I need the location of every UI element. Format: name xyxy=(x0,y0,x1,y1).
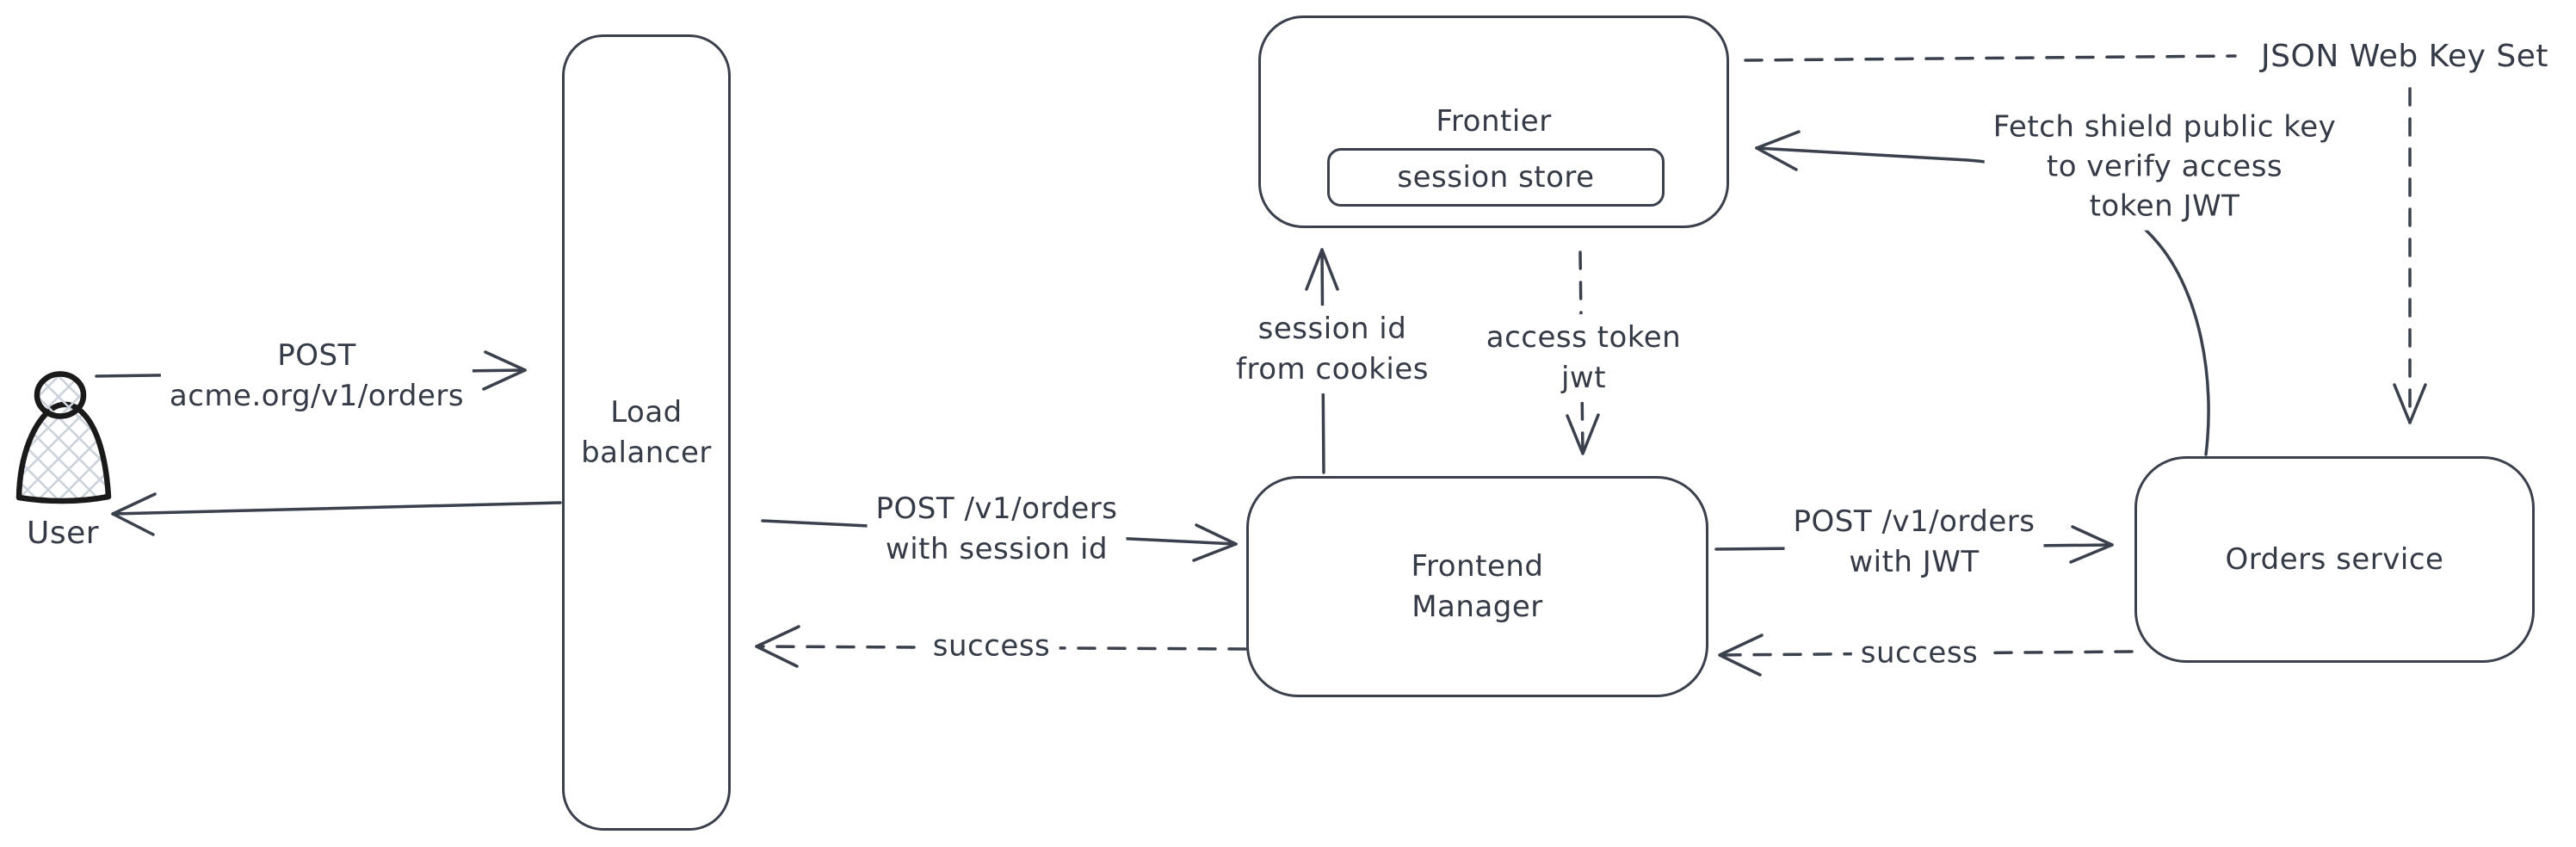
label-json-web-key-set: JSON Web Key Set xyxy=(2252,32,2557,82)
label-post-orders-session-id: POST /v1/orders with session id xyxy=(867,485,1127,573)
frontend-manager-label: Frontend Manager xyxy=(1411,548,1544,624)
session-store-label: session store xyxy=(1397,160,1595,195)
node-orders-service[interactable]: Orders service xyxy=(2134,456,2535,663)
user-label: User xyxy=(26,512,100,555)
node-session-store[interactable]: session store xyxy=(1327,148,1665,207)
label-session-id-from-cookies: session id from cookies xyxy=(1227,306,1437,393)
person-body xyxy=(15,401,112,504)
label-post-orders-jwt: POST /v1/orders with JWT xyxy=(1784,498,2044,586)
orders-service-label: Orders service xyxy=(2225,542,2444,577)
label-access-token-jwt: access token jwt xyxy=(1477,314,1690,402)
arrow-load-balancer-to-user[interactable] xyxy=(111,492,562,536)
arrow-frontier-to-jwks[interactable] xyxy=(1744,54,2237,62)
node-frontend-manager[interactable]: Frontend Manager xyxy=(1246,476,1708,697)
node-load-balancer[interactable]: Load balancer xyxy=(562,34,731,831)
label-success-orders: success xyxy=(1851,629,1987,677)
frontier-title: Frontier xyxy=(1436,104,1552,139)
arrow-jwks-to-orders-service[interactable] xyxy=(2393,87,2427,424)
person-head xyxy=(34,371,87,419)
load-balancer-label: Load balancer xyxy=(581,394,712,470)
label-success-lb: success xyxy=(924,622,1059,671)
label-fetch-shield-public-key: Fetch shield public key to verify access… xyxy=(1984,103,2345,231)
arrow-orders-service-to-frontend-manager-success[interactable] xyxy=(1718,634,2134,677)
label-post-acme-orders: POST acme.org/v1/orders xyxy=(160,332,473,420)
node-frontier[interactable]: Frontier session store xyxy=(1258,15,1729,228)
user-person-icon[interactable] xyxy=(7,366,120,510)
